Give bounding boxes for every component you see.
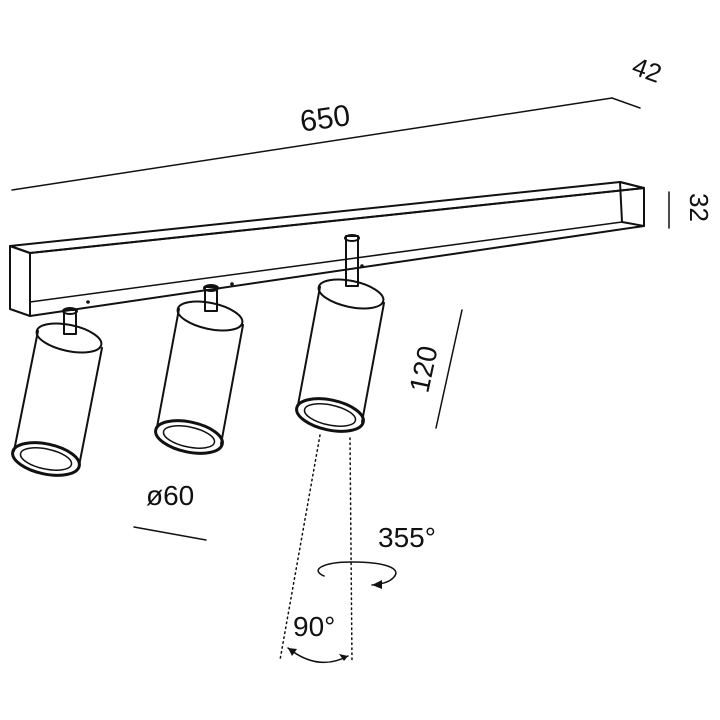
dimension-length: 650 [11,97,641,191]
tilt-angle-label: 90° [293,611,335,642]
dimension-diameter: ø60 [133,480,207,541]
spotlight-middle [154,284,244,455]
dimension-depth: 42 [628,51,665,89]
spotlight-right [295,234,385,433]
track-rail [9,181,645,317]
beam-angle: 90° [279,434,353,664]
dimension-height: 32 [668,191,714,229]
dimension-spot-height-label: 120 [404,343,444,395]
dimension-length-label: 650 [298,99,352,139]
dimension-diameter-label: ø60 [146,480,194,511]
dimension-depth-label: 42 [628,51,665,89]
spotlight-left [11,307,103,477]
dimension-spot-height: 120 [404,309,463,429]
rotation-indicator: 355° [317,522,436,589]
rotation-angle-label: 355° [378,522,436,553]
dimension-height-label: 32 [684,193,714,222]
